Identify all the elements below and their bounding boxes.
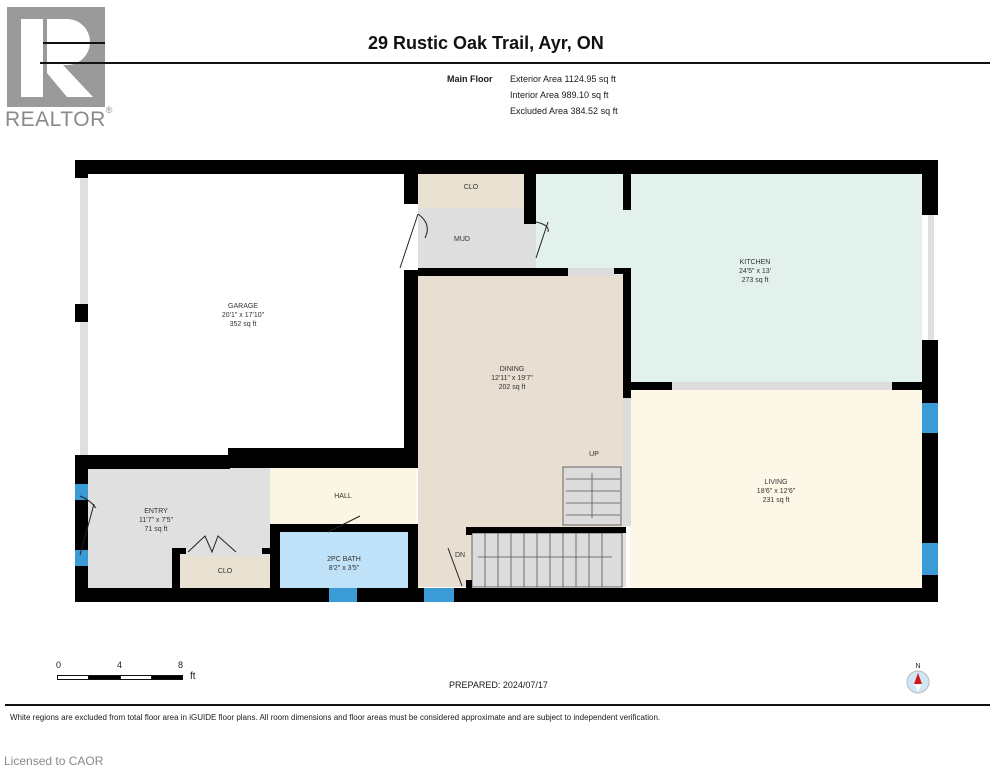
footer-divider	[5, 704, 990, 706]
license-note: Licensed to CAOR	[4, 754, 104, 768]
interior-area: Interior Area 989.10 sq ft	[510, 90, 609, 100]
windows	[75, 403, 938, 602]
disclaimer: White regions are excluded from total fl…	[10, 713, 661, 722]
living-fill	[630, 390, 922, 590]
realtor-logo	[7, 7, 105, 107]
title-divider	[40, 62, 990, 64]
label-hall: HALL	[334, 493, 352, 500]
garage-fill	[88, 176, 406, 456]
hall-fill	[270, 468, 416, 524]
label-stairs-down: DN	[454, 552, 466, 559]
page-title: 29 Rustic Oak Trail, Ayr, ON	[368, 33, 604, 53]
svg-text:N: N	[915, 663, 920, 670]
prepared-date: PREPARED: 2024/07/17	[449, 680, 548, 690]
realtor-brand: REALTOR®	[5, 105, 113, 131]
bath-fill	[280, 532, 408, 588]
stairs-down	[471, 532, 623, 588]
realtor-r-icon	[21, 19, 105, 97]
mud-fill	[418, 208, 536, 268]
exterior-area: Exterior Area 1124.95 sq ft	[510, 74, 616, 84]
closet-fill	[178, 556, 270, 588]
closet-top-fill	[418, 174, 524, 208]
label-mud: MUD	[454, 236, 470, 243]
excluded-area: Excluded Area 384.52 sq ft	[510, 106, 618, 116]
label-clo-top: CLO	[463, 184, 479, 191]
floor-label: Main Floor	[447, 74, 493, 84]
compass-icon: N	[901, 661, 935, 695]
label-clo-bottom: CLO	[217, 568, 233, 575]
label-stairs-up: UP	[589, 451, 599, 458]
